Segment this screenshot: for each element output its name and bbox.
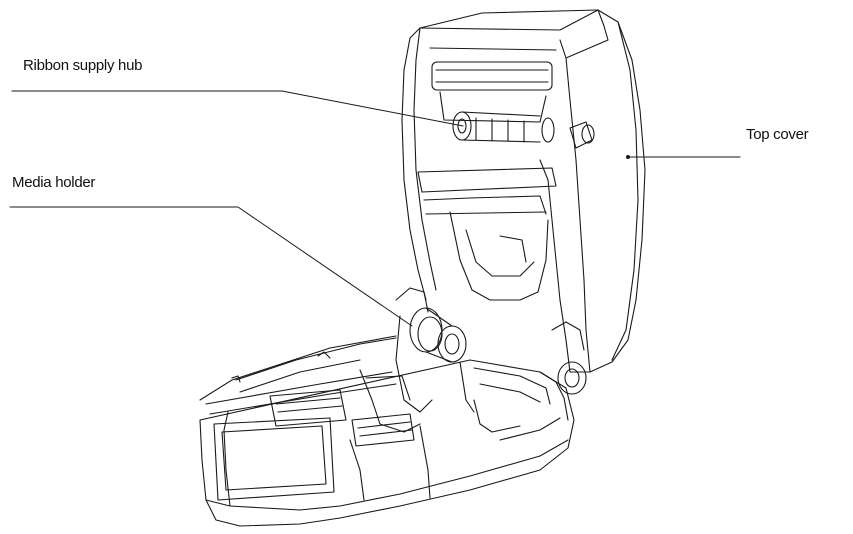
leader-top-cover-dot [626, 155, 630, 159]
printer-base [199, 335, 575, 527]
label-ribbon-supply-hub: Ribbon supply hub [23, 57, 143, 74]
top-cover [401, 9, 646, 395]
leader-media-holder [9, 206, 413, 327]
leader-ribbon-supply-hub [11, 90, 464, 127]
leader-lines [9, 90, 741, 327]
label-media-holder: Media holder [12, 174, 96, 191]
media-holder [395, 287, 475, 413]
label-top-cover: Top cover [746, 126, 809, 143]
